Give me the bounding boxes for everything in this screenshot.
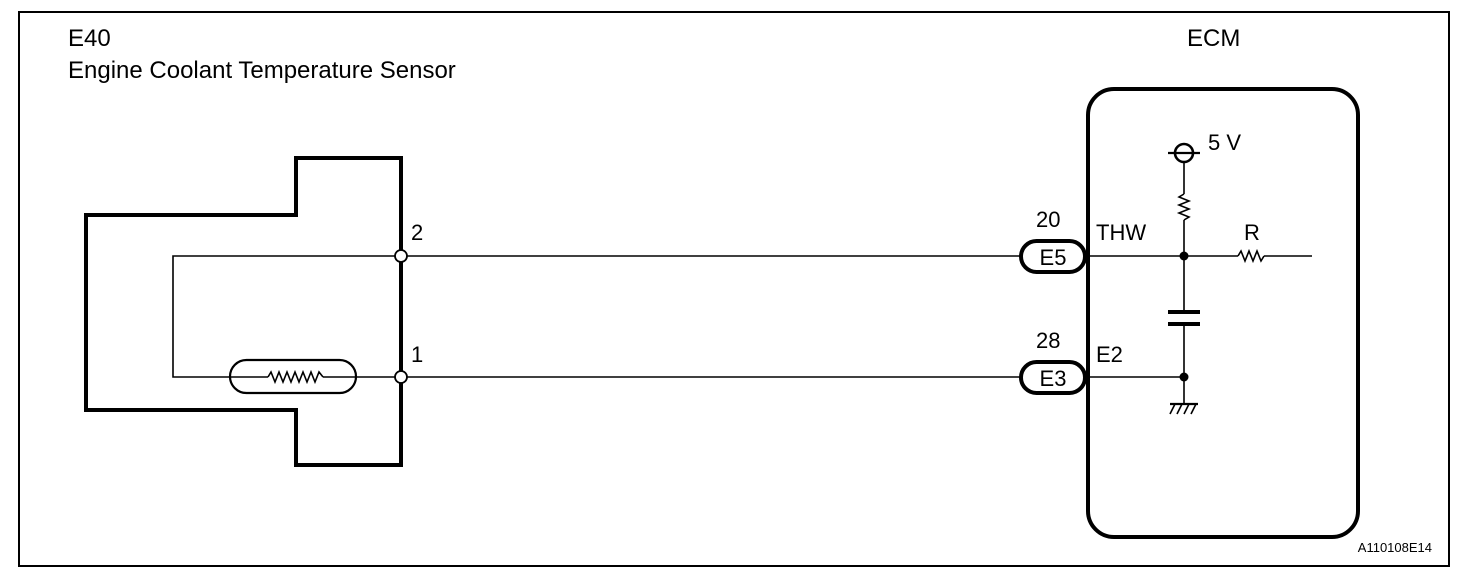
sensor-pin-2-terminal — [394, 249, 408, 263]
signal-e2-label: E2 — [1096, 342, 1123, 367]
sensor-pin-1-label: 1 — [411, 342, 423, 367]
ground-icon — [1169, 403, 1197, 415]
connector-e3-label: E3 — [1040, 366, 1067, 391]
signal-thw-label: THW — [1096, 220, 1146, 245]
diagram-frame — [18, 11, 1450, 567]
sensor-pin-1-terminal — [394, 370, 408, 384]
figure-code: A110108E14 — [1358, 540, 1432, 555]
pullup-resistor-icon — [1176, 193, 1192, 221]
sensor-name: Engine Coolant Temperature Sensor — [68, 57, 456, 84]
thermistor-zigzag — [267, 369, 324, 385]
supply-5v-label: 5 V — [1208, 130, 1241, 155]
resistor-r-label: R — [1244, 220, 1260, 245]
connector-e5 — [1019, 239, 1087, 274]
sensor-pin-2-label: 2 — [411, 220, 423, 245]
connector-e5-label: E5 — [1040, 245, 1067, 270]
sensor-internal-wire — [172, 255, 401, 378]
ecm-label: ECM — [1187, 25, 1240, 52]
ecm-r-resistor-icon — [1237, 248, 1265, 264]
terminal-20-number: 20 — [1036, 207, 1060, 232]
terminal-28-number: 28 — [1036, 328, 1060, 353]
ecm-box — [1086, 87, 1360, 539]
connector-e3 — [1019, 360, 1087, 395]
sensor-code: E40 — [68, 25, 111, 52]
sensor-connector-body — [84, 156, 403, 467]
